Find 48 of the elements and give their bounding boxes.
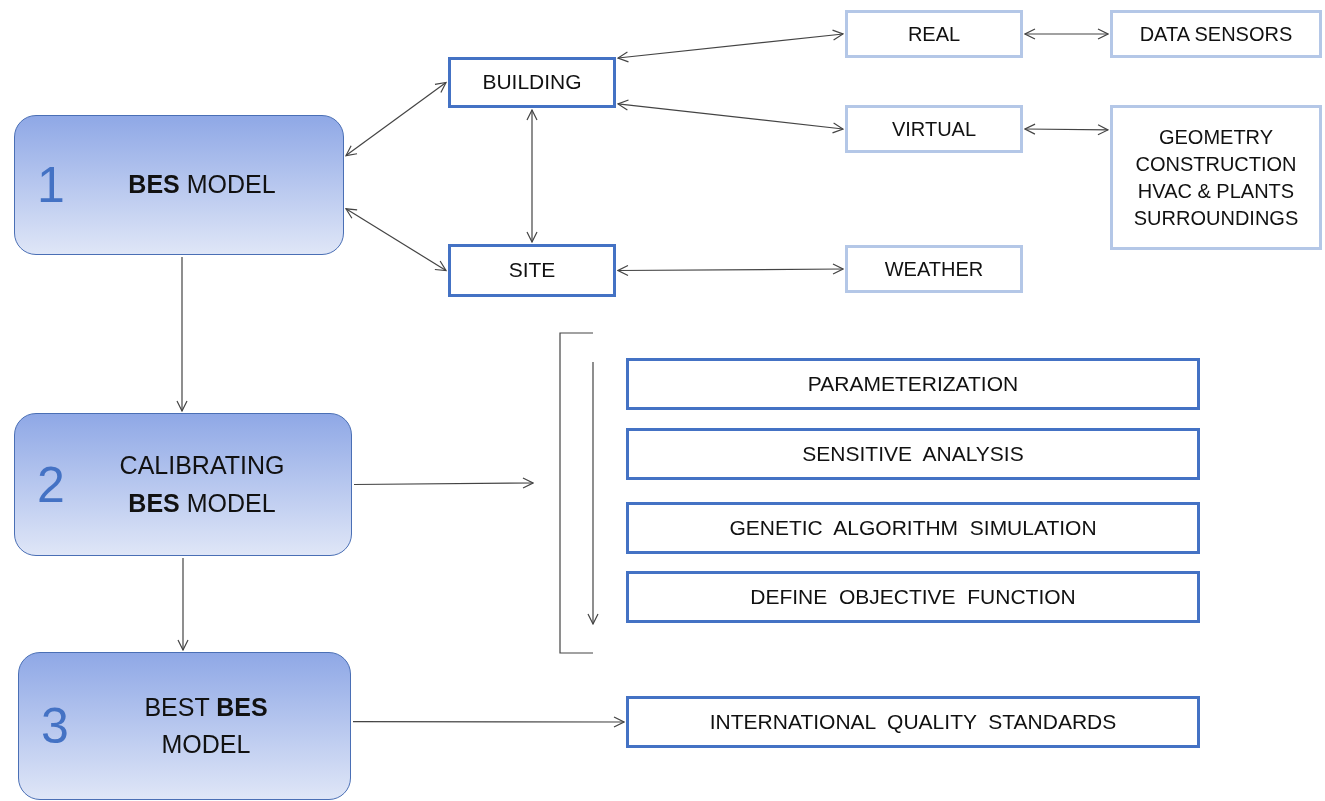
arrow [1024,28,1109,40]
step-box [18,652,351,800]
arrow [526,109,538,243]
box-label: SURROUNDINGS [1133,205,1299,231]
box-label: SITE [508,257,556,284]
arrow [617,263,844,277]
box-label: DATA SENSORS [1139,21,1293,47]
box-label: HVAC & PLANTS [1137,178,1295,204]
process-box [845,105,1023,153]
box-label: GENETIC ALGORITHM SIMULATION [729,514,1097,541]
box-label: INTERNATIONAL QUALITY STANDARDS [709,708,1117,735]
process-box [626,571,1200,623]
process-box [845,10,1023,58]
box-label: GEOMETRY [1158,124,1274,150]
process-box [1110,105,1322,250]
process-box [448,57,616,108]
step-number: 1 [37,156,66,214]
arrow [177,557,189,651]
box-label: VIRTUAL [891,116,977,142]
step-number: 2 [37,455,66,514]
box-label: PARAMETERIZATION [807,370,1019,397]
step-box [14,115,344,255]
process-box [626,696,1200,748]
arrow [353,477,534,489]
process-box [626,358,1200,410]
box-label: DEFINE OBJECTIVE FUNCTION [750,583,1076,610]
arrow [617,29,844,63]
process-box [626,502,1200,554]
arrow [1024,123,1109,136]
step-label: CALIBRATING BES MODEL [118,450,286,519]
step-label: BES MODEL [127,169,277,201]
process-box [448,244,616,297]
arrow [345,81,447,157]
step-label: BEST BES MODEL [143,691,269,760]
process-box [1110,10,1322,58]
process-box [845,245,1023,293]
box-label: CONSTRUCTION [1135,151,1297,177]
arrow [345,208,447,272]
arrow [352,716,625,728]
box-label: REAL [907,21,961,47]
box-label: SENSITIVE ANALYSIS [802,440,1024,467]
process-box [626,428,1200,480]
step-number: 3 [41,697,70,755]
box-label: BUILDING [482,69,582,96]
step-box [14,413,352,556]
box-label: WEATHER [884,256,984,282]
arrow [617,99,844,134]
arrow [176,256,188,412]
